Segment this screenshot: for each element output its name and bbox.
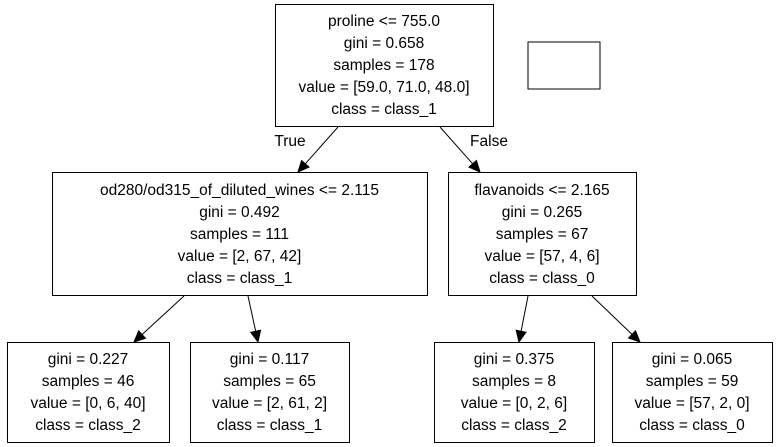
edge-left-to-lr	[247, 295, 262, 344]
arrowhead-icon	[249, 329, 262, 344]
node-box	[612, 342, 773, 443]
node-line: gini = 0.658	[344, 35, 425, 52]
node-line: gini = 0.375	[474, 351, 555, 368]
node-line: value = [2, 61, 2]	[212, 395, 327, 412]
node-line: flavanoids <= 2.165	[474, 182, 609, 199]
node-box	[448, 172, 637, 296]
edge-line	[591, 295, 633, 335]
node-box	[434, 342, 595, 443]
node-line: value = [57, 4, 6]	[484, 248, 599, 265]
node-line: class = class_1	[187, 270, 293, 287]
empty-legend-box	[527, 41, 601, 90]
node-line: samples = 46	[42, 373, 135, 390]
node-line: samples = 67	[496, 226, 589, 243]
node-box	[52, 172, 428, 296]
node-line: samples = 59	[646, 373, 739, 390]
tree-node-rl: gini = 0.375 samples = 8 value = [0, 2, 6]…	[434, 342, 595, 443]
edges: True False	[133, 126, 641, 344]
node-line: gini = 0.492	[199, 204, 280, 221]
edge-root-to-left: True	[274, 126, 339, 173]
node-box	[7, 342, 170, 443]
arrowhead-icon	[297, 159, 310, 173]
tree-node-lr: gini = 0.117 samples = 65 value = [2, 61, …	[190, 342, 350, 443]
arrowhead-icon	[515, 329, 527, 344]
node-line: samples = 178	[333, 57, 434, 74]
edge-left-to-ll	[133, 295, 185, 343]
node-line: class = class_1	[217, 417, 323, 434]
node-line: gini = 0.265	[502, 204, 583, 221]
tree-node-rr: gini = 0.065 samples = 59 value = [57, 2, …	[612, 342, 773, 443]
node-line: gini = 0.227	[48, 351, 129, 368]
node-line: class = class_0	[639, 417, 745, 434]
arrowhead-icon	[627, 329, 641, 343]
edge-line	[439, 126, 474, 165]
node-box	[190, 342, 350, 443]
edge-line	[247, 295, 257, 332]
node-box	[275, 4, 494, 127]
node-line: value = [2, 67, 42]	[178, 248, 302, 265]
tree-node-right: flavanoids <= 2.165 gini = 0.265 samples =…	[448, 172, 637, 296]
edge-right-to-rl	[515, 295, 529, 344]
edge-line	[304, 126, 339, 165]
tree-node-left: od280/od315_of_diluted_wines <= 2.115 gin…	[52, 172, 428, 296]
arrowhead-icon	[133, 329, 147, 343]
tree-node-ll: gini = 0.227 samples = 46 value = [0, 6, 4…	[7, 342, 170, 443]
node-line: samples = 111	[190, 226, 289, 243]
edge-line	[520, 295, 529, 332]
edge-label-true: True	[274, 133, 305, 150]
node-line: value = [0, 2, 6]	[461, 395, 567, 412]
node-line: gini = 0.065	[652, 351, 733, 368]
edge-right-to-rr	[591, 295, 641, 343]
edge-root-to-right: False	[439, 126, 508, 173]
edge-line	[141, 295, 185, 335]
tree-node-root: proline <= 755.0 gini = 0.658 samples = 17…	[275, 4, 494, 127]
node-line: samples = 65	[223, 373, 316, 390]
node-line: value = [59.0, 71.0, 48.0]	[298, 79, 469, 96]
node-line: value = [0, 6, 40]	[30, 395, 145, 412]
node-line: class = class_2	[461, 417, 567, 434]
node-line: class = class_2	[35, 417, 141, 434]
edge-label-false: False	[470, 133, 508, 150]
node-line: samples = 8	[472, 373, 556, 390]
nodes: proline <= 755.0 gini = 0.658 samples = 17…	[7, 4, 773, 443]
node-line: proline <= 755.0	[328, 13, 440, 30]
arrowhead-icon	[468, 159, 481, 173]
node-line: value = [57, 2, 0]	[634, 395, 749, 412]
node-line: od280/od315_of_diluted_wines <= 2.115	[100, 182, 379, 199]
node-line: class = class_1	[331, 101, 437, 118]
node-line: class = class_0	[489, 270, 595, 287]
node-line: gini = 0.117	[230, 351, 309, 368]
